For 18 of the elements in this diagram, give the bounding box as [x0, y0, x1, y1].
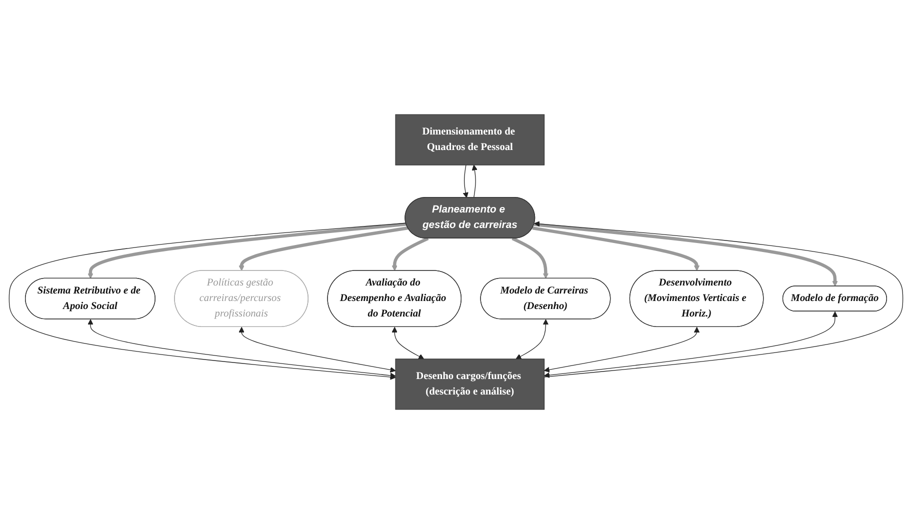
arrow — [462, 164, 468, 198]
arrow — [88, 319, 396, 378]
arrow — [472, 164, 478, 198]
node-box: Desenho cargos/funções (descrição e análise) — [395, 358, 545, 410]
arrow — [512, 236, 549, 279]
arrow — [544, 326, 700, 372]
arrow — [534, 222, 838, 286]
arrow — [532, 226, 700, 271]
arrow — [516, 319, 549, 360]
arrow — [88, 222, 406, 279]
arrow — [392, 236, 429, 271]
arrow — [392, 326, 424, 360]
arrow — [544, 311, 838, 378]
arrow — [238, 326, 396, 373]
arrow — [8, 222, 406, 380]
arrow — [534, 221, 904, 378]
node-box: Dimensionamento de Quadros de Pessoal — [395, 114, 545, 166]
arrow — [238, 226, 408, 271]
